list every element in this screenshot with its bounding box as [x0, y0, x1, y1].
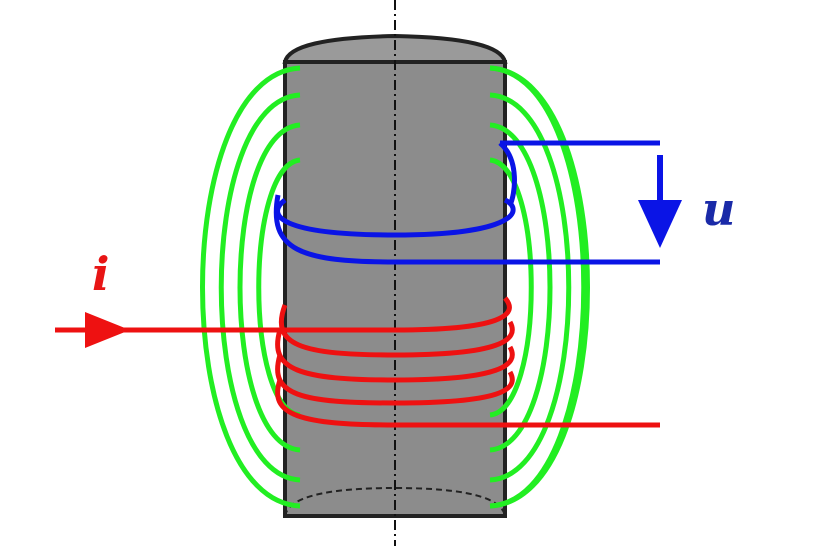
magnetic-field-lines	[200, 65, 590, 509]
voltage-label: u	[702, 182, 735, 236]
current-label: i	[92, 247, 109, 301]
current-arrow-icon	[85, 312, 130, 348]
voltage-arrow-icon	[638, 155, 682, 248]
secondary-coil	[273, 140, 660, 265]
primary-coil	[55, 296, 660, 428]
